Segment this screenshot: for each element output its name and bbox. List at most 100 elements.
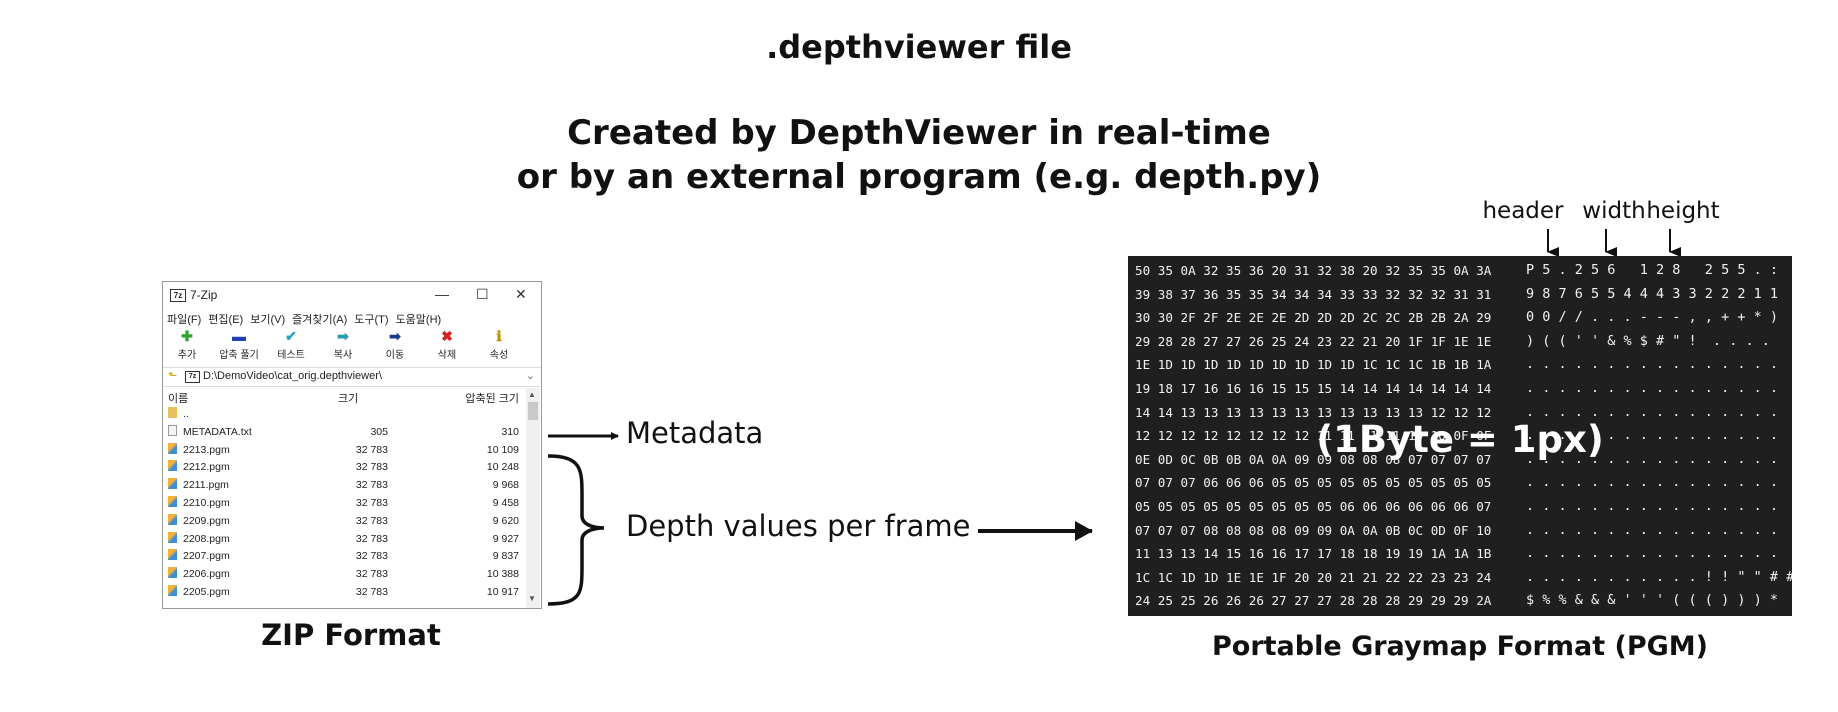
column-size[interactable]: 크기 bbox=[338, 393, 359, 405]
file-size: 32 783 bbox=[355, 586, 388, 598]
minimize-icon[interactable]: — bbox=[435, 286, 449, 302]
address-path[interactable]: D:\DemoVideo\cat_orig.depthviewer\ bbox=[203, 370, 382, 382]
file-row[interactable]: 2205.pgm 32 783 10 917 bbox=[163, 584, 523, 601]
file-packed-size: 9 620 bbox=[492, 514, 519, 527]
toolbar-button-label: 복사 bbox=[333, 350, 353, 361]
metadata-label: Metadata bbox=[626, 416, 764, 450]
ascii-row: . . . . . . . . . . . . . . . . bbox=[1526, 521, 1778, 538]
file-name: 2209.pgm bbox=[183, 514, 230, 527]
hex-row: 19 18 17 16 16 16 15 15 15 14 14 14 14 1… bbox=[1135, 381, 1492, 396]
file-name: 2212.pgm bbox=[183, 461, 230, 474]
main-title: .depthviewer file bbox=[766, 28, 1072, 66]
scroll-thumb[interactable] bbox=[528, 402, 538, 420]
address-bar[interactable]: ⬑ 7z D:\DemoVideo\cat_orig.depthviewer\ … bbox=[163, 367, 541, 387]
height-label: height bbox=[1646, 198, 1720, 224]
menu-item[interactable]: 도구(T) bbox=[354, 314, 389, 326]
file-name: METADATA.txt bbox=[183, 425, 252, 438]
folder-up-icon[interactable]: ⬑ bbox=[168, 370, 178, 382]
menu-item[interactable]: 파일(F) bbox=[167, 314, 202, 326]
hex-row: 14 14 13 13 13 13 13 13 13 13 13 13 13 1… bbox=[1135, 404, 1492, 420]
image-file-icon bbox=[168, 478, 177, 490]
file-packed-size: 9 968 bbox=[492, 479, 519, 492]
ascii-row: 9 8 7 6 5 5 4 4 4 3 3 2 2 2 1 1 bbox=[1526, 285, 1778, 302]
toolbar-button[interactable]: ➡복사 bbox=[321, 328, 365, 361]
hex-row: 07 07 07 06 06 06 05 05 05 05 05 05 05 0… bbox=[1135, 475, 1492, 491]
file-packed-size: 10 917 bbox=[486, 586, 519, 598]
file-packed-size: 10 248 bbox=[486, 461, 519, 474]
scroll-down-icon[interactable]: ▼ bbox=[528, 594, 536, 603]
move-arrow-icon: ➡ bbox=[389, 328, 401, 344]
folder-icon bbox=[168, 407, 177, 418]
menu-item[interactable]: 편집(E) bbox=[208, 314, 244, 326]
file-size: 32 783 bbox=[355, 443, 388, 456]
width-label: width bbox=[1582, 198, 1646, 224]
ascii-row: ) ( ( ' ' & % $ # " ! . . . . bbox=[1526, 332, 1770, 349]
scroll-up-icon[interactable]: ▲ bbox=[528, 390, 536, 399]
column-name[interactable]: 이름 bbox=[168, 393, 189, 405]
file-size: 32 783 bbox=[355, 568, 388, 581]
image-file-icon bbox=[168, 513, 177, 525]
hex-row: 05 05 05 05 05 05 05 05 05 06 06 06 06 0… bbox=[1135, 499, 1492, 514]
hex-row: 07 07 07 08 08 08 08 09 09 0A 0A 0B 0C 0… bbox=[1135, 522, 1492, 538]
file-packed-size: 10 388 bbox=[486, 568, 519, 581]
image-file-icon bbox=[168, 442, 177, 454]
file-name: 2211.pgm bbox=[183, 479, 229, 492]
toolbar-button[interactable]: ✔테스트 bbox=[269, 328, 313, 361]
hex-dump-panel: 50 35 0A 32 35 36 20 31 32 38 20 32 35 3… bbox=[1128, 256, 1792, 616]
file-name: 2205.pgm bbox=[183, 586, 230, 598]
maximize-icon[interactable]: ☐ bbox=[476, 286, 489, 302]
hex-row: 24 25 25 26 26 26 27 27 27 28 28 28 29 2… bbox=[1135, 593, 1492, 609]
file-row[interactable]: 2212.pgm 32 783 10 248 bbox=[163, 459, 523, 476]
ascii-row: . . . . . . . . . . . . . . . . bbox=[1526, 498, 1778, 514]
file-row[interactable]: .. bbox=[163, 406, 523, 423]
file-size: 32 783 bbox=[355, 461, 388, 474]
sevenzip-app-icon: 7z bbox=[170, 289, 186, 302]
file-packed-size: 9 837 bbox=[492, 550, 519, 563]
byte-per-pixel-overlay: (1Byte = 1px) bbox=[1316, 418, 1604, 461]
file-name: 2208.pgm bbox=[183, 532, 230, 545]
hex-row: 12 12 12 12 12 12 12 12 11 11 11 11 10 1… bbox=[1135, 428, 1492, 444]
toolbar-button-label: 삭제 bbox=[437, 350, 457, 361]
menu-item[interactable]: 도움말(H) bbox=[395, 314, 442, 326]
hex-row: 30 30 2F 2F 2E 2E 2E 2D 2D 2D 2C 2C 2B 2… bbox=[1135, 310, 1492, 326]
subtitle-line-2: or by an external program (e.g. depth.py… bbox=[516, 157, 1322, 197]
close-icon[interactable]: ✕ bbox=[515, 286, 527, 302]
menu-item[interactable]: 즐겨찾기(A) bbox=[292, 314, 348, 326]
ascii-row: . . . . . . . . . . . ! ! " " # # $ bbox=[1526, 568, 1792, 585]
toolbar-button[interactable]: ✖ 삭제 bbox=[425, 328, 469, 361]
file-name: 2213.pgm bbox=[183, 443, 230, 456]
file-name: .. bbox=[183, 408, 189, 420]
depth-brace bbox=[547, 454, 605, 606]
depth-values-label: Depth values per frame bbox=[626, 509, 971, 543]
toolbar-button[interactable]: ➡이동 bbox=[373, 328, 417, 361]
ascii-row: 0 0 / / . . . - - - , , + + * ) bbox=[1526, 309, 1778, 326]
ascii-row: P 5 . 2 5 6 1 2 8 2 5 5 . : bbox=[1526, 262, 1778, 278]
sevenzip-window: 7z 7-Zip — ☐ ✕ 파일(F) 편집(E) 보기(V) 즐겨찾기(A) 도구(… bbox=[162, 281, 542, 609]
toolbar-button-label: 압축 풀기 bbox=[219, 350, 259, 361]
image-file-icon bbox=[168, 567, 177, 579]
text-file-icon bbox=[168, 424, 177, 436]
menu-item[interactable]: 보기(V) bbox=[250, 314, 286, 326]
column-packed[interactable]: 압축된 크기 bbox=[465, 393, 519, 405]
window-title: 7-Zip bbox=[190, 288, 218, 302]
toolbar-button-label: 속성 bbox=[489, 350, 509, 361]
hex-row: 0E 0D 0C 0B 0B 0A 0A 09 09 08 08 08 07 0… bbox=[1135, 451, 1492, 467]
delete-x-icon: ✖ bbox=[441, 328, 453, 344]
chevron-down-icon[interactable]: ⌄ bbox=[525, 370, 535, 382]
image-file-icon bbox=[168, 531, 177, 543]
scrollbar[interactable]: ▲ ▼ bbox=[526, 388, 540, 608]
toolbar-button[interactable]: ▬압축 풀기 bbox=[217, 328, 261, 361]
hex-row: 29 28 28 27 27 26 25 24 23 22 21 20 1F 1… bbox=[1135, 333, 1492, 349]
toolbar-button[interactable]: ✚추가 bbox=[165, 328, 209, 361]
pgm-format-caption: Portable Graymap Format (PGM) bbox=[1212, 631, 1708, 662]
hex-row: 50 35 0A 32 35 36 20 31 32 38 20 32 35 3… bbox=[1135, 263, 1492, 278]
